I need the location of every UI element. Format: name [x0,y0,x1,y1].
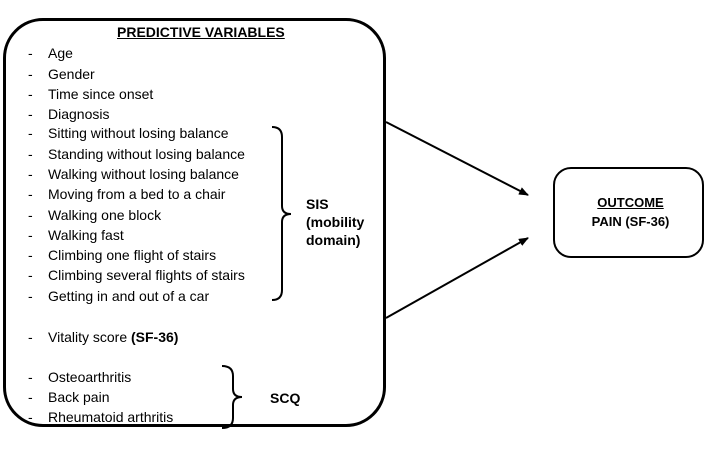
variable-label-source: (SF-36) [131,329,179,345]
variable-label: Moving from a bed to a chair [48,186,226,202]
bullet-dash: - [28,45,33,61]
variable-item: -Diagnosis [28,106,109,122]
arrow-upper [385,121,529,196]
variable-label: Climbing several flights of stairs [48,267,245,283]
bullet-dash: - [28,66,33,82]
bullet-dash: - [28,186,33,202]
outcome-box: OUTCOME PAIN (SF-36) [553,167,704,258]
variable-item: -Walking fast [28,227,124,243]
bullet-dash: - [28,409,33,425]
variable-label: Time since onset [48,86,154,102]
variable-item: -Standing without losing balance [28,146,245,162]
variable-item: -Walking without losing balance [28,166,239,182]
bullet-dash: - [28,166,33,182]
sis-label-line: domain) [306,232,361,248]
bullet-dash: - [28,329,33,345]
variable-label: Climbing one flight of stairs [48,247,217,263]
bullet-dash: - [28,106,33,122]
variable-label: Vitality score [48,329,131,345]
bullet-dash: - [28,389,33,405]
scq-group-label: SCQ [270,390,301,406]
sis-label-line: (mobility [306,214,365,230]
bullet-dash: - [28,288,33,304]
bullet-dash: - [28,369,33,385]
sis-label-line: SIS [306,196,329,212]
variable-item: -Sitting without losing balance [28,125,229,141]
variable-label: Back pain [48,389,110,405]
variable-item: -Gender [28,66,95,82]
bullet-dash: - [28,227,33,243]
predictive-variables-title: PREDICTIVE VARIABLES [117,24,285,40]
variable-item: -Climbing several flights of stairs [28,267,245,283]
variable-label: Walking one block [48,207,162,223]
bullet-dash: - [28,247,33,263]
variable-label: Sitting without losing balance [48,125,229,141]
variable-item: -Osteoarthritis [28,369,131,385]
variable-item: -Time since onset [28,86,153,102]
arrow-lower [385,237,529,319]
sis-group-label: SIS (mobility domain) [306,195,364,249]
variable-label: Age [48,45,73,61]
outcome-title: OUTCOME [597,195,664,210]
variable-item: -Moving from a bed to a chair [28,186,225,202]
outcome-subtitle: PAIN (SF-36) [591,214,670,229]
predictive-variables-box [3,18,386,427]
variable-item: -Rheumatoid arthritis [28,409,173,425]
variable-item: -Getting in and out of a car [28,288,209,304]
variable-label: Osteoarthritis [48,369,132,385]
variable-item: -Climbing one flight of stairs [28,247,216,263]
variable-label: Gender [48,66,95,82]
bullet-dash: - [28,146,33,162]
variable-item: -Back pain [28,389,109,405]
bullet-dash: - [28,207,33,223]
variable-label: Getting in and out of a car [48,288,210,304]
bullet-dash: - [28,86,33,102]
variable-label: Walking without losing balance [48,166,239,182]
bullet-dash: - [28,267,33,283]
variable-label: Rheumatoid arthritis [48,409,174,425]
bullet-dash: - [28,125,33,141]
variable-label: Diagnosis [48,106,110,122]
variable-label: Walking fast [48,227,124,243]
variable-item: -Vitality score (SF-36) [28,329,178,345]
variable-item: -Walking one block [28,207,161,223]
variable-item: -Age [28,45,73,61]
variable-label: Standing without losing balance [48,146,245,162]
